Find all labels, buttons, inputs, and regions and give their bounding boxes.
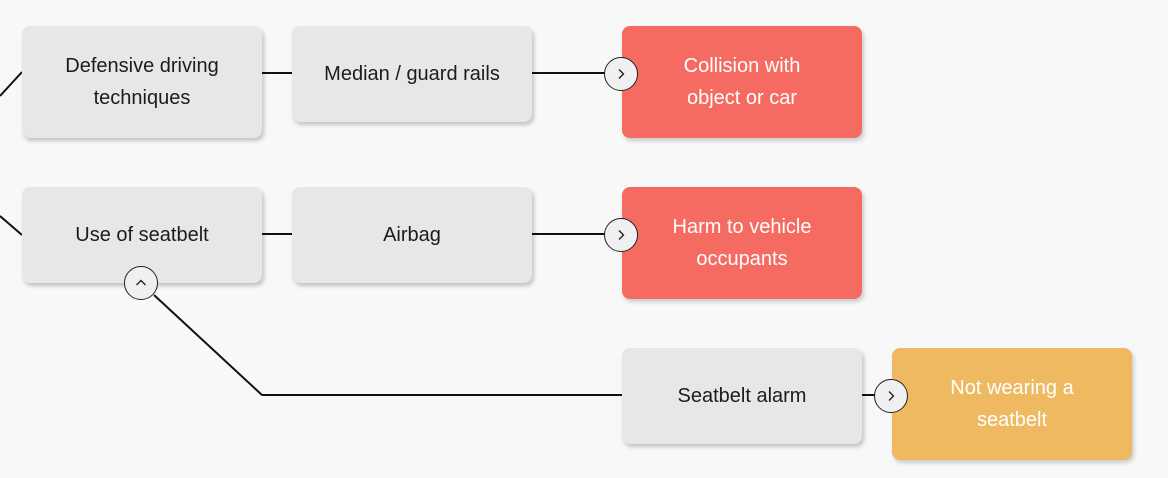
node-collision-label: Collision with object or car [683,55,801,109]
node-defensive-driving[interactable]: Defensive driving techniques [22,26,262,138]
edge-seatbelt-to-alarm [153,294,622,396]
node-not-wearing-seatbelt-label: Not wearing a seatbelt [950,377,1074,431]
chevron-right-icon [618,230,625,240]
node-seatbelt-alarm-label: Seatbelt alarm [677,385,807,407]
collapse-seatbelt-branch-button[interactable] [124,266,158,300]
expand-collision-button[interactable] [604,57,638,91]
expand-not-wearing-button[interactable] [874,379,908,413]
chevron-right-icon [618,69,625,79]
expand-harm-button[interactable] [604,218,638,252]
chevron-right-icon [888,391,895,401]
node-not-wearing-seatbelt[interactable]: Not wearing a seatbelt [892,348,1132,460]
node-defensive-driving-label: Defensive driving techniques [65,55,219,109]
node-seatbelt-alarm[interactable]: Seatbelt alarm [622,348,862,444]
node-median-guard-rails[interactable]: Median / guard rails [292,26,532,122]
node-collision[interactable]: Collision with object or car [622,26,862,138]
node-use-of-seatbelt-label: Use of seatbelt [75,224,209,246]
node-airbag[interactable]: Airbag [292,187,532,283]
node-harm-to-occupants-label: Harm to vehicle occupants [672,216,812,270]
node-harm-to-occupants[interactable]: Harm to vehicle occupants [622,187,862,299]
edge-incoming-defensive-driving [0,71,23,97]
node-airbag-label: Airbag [383,224,441,246]
edge-incoming-use-of-seatbelt [0,215,23,236]
chevron-up-icon [136,279,146,286]
node-median-guard-rails-label: Median / guard rails [324,63,500,85]
